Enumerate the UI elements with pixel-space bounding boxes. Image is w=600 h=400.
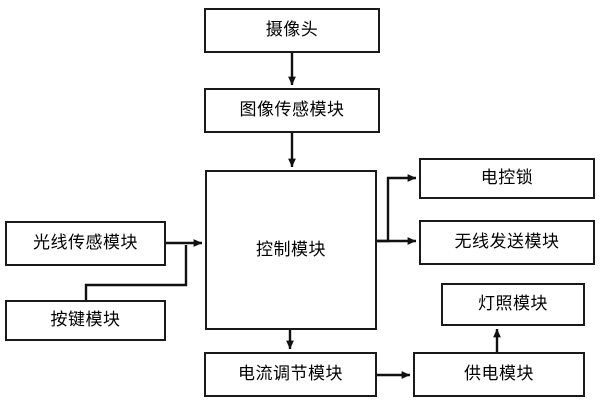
node-lighting-module-label: 灯照模块 [478, 294, 548, 314]
node-electronic-lock[interactable]: 电控锁 [419, 158, 595, 199]
node-wireless-transmit-module-label: 无线发送模块 [454, 232, 560, 252]
node-image-sensing-module[interactable]: 图像传感模块 [204, 88, 380, 133]
node-key-module[interactable]: 按键模块 [5, 300, 166, 341]
node-current-regulation-module[interactable]: 电流调节模块 [204, 352, 377, 397]
node-control-module-label: 控制模块 [256, 239, 326, 260]
node-current-regulation-module-label: 电流调节模块 [238, 364, 343, 384]
node-key-module-label: 按键模块 [50, 310, 121, 330]
node-control-module[interactable]: 控制模块 [205, 170, 377, 330]
node-light-sensing-module-label: 光线传感模块 [33, 233, 138, 253]
node-camera[interactable]: 摄像头 [204, 8, 380, 53]
node-lighting-module[interactable]: 灯照模块 [441, 283, 585, 326]
node-electronic-lock-label: 电控锁 [480, 168, 534, 188]
node-wireless-transmit-module[interactable]: 无线发送模块 [419, 220, 595, 265]
node-image-sensing-module-label: 图像传感模块 [239, 100, 345, 120]
edge-control-to-lock [377, 174, 417, 243]
node-power-supply-module[interactable]: 供电模块 [413, 352, 585, 397]
node-power-supply-module-label: 供电模块 [464, 364, 534, 384]
node-camera-label: 摄像头 [265, 20, 319, 40]
node-light-sensing-module[interactable]: 光线传感模块 [5, 221, 166, 266]
